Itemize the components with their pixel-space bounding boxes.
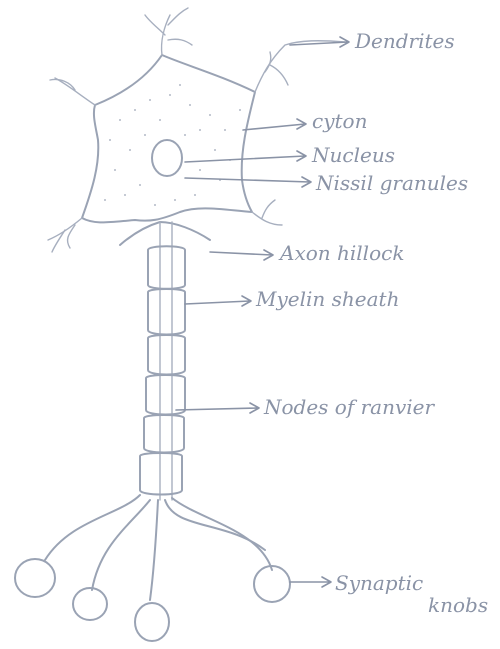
- myelin-sheath: [140, 246, 185, 494]
- label-myelin-sheath: Myelin sheath: [255, 287, 399, 311]
- axon: [160, 222, 172, 500]
- label-knobs: knobs: [428, 593, 488, 617]
- label-cyton: cyton: [312, 109, 367, 133]
- axon-hillock: [120, 222, 210, 245]
- label-dendrites: Dendrites: [354, 29, 455, 53]
- nissl-granules: [104, 84, 241, 206]
- label-nodes-of-ranvier: Nodes of ranvier: [263, 395, 435, 419]
- axon-terminals: [45, 495, 272, 600]
- label-nucleus: Nucleus: [311, 143, 395, 167]
- label-synaptic: Synaptic: [335, 571, 423, 595]
- label-axon-hillock: Axon hillock: [278, 241, 404, 265]
- cell-body: [82, 55, 255, 222]
- nucleus: [152, 140, 182, 176]
- label-nissl-granules: Nissil granules: [315, 171, 468, 195]
